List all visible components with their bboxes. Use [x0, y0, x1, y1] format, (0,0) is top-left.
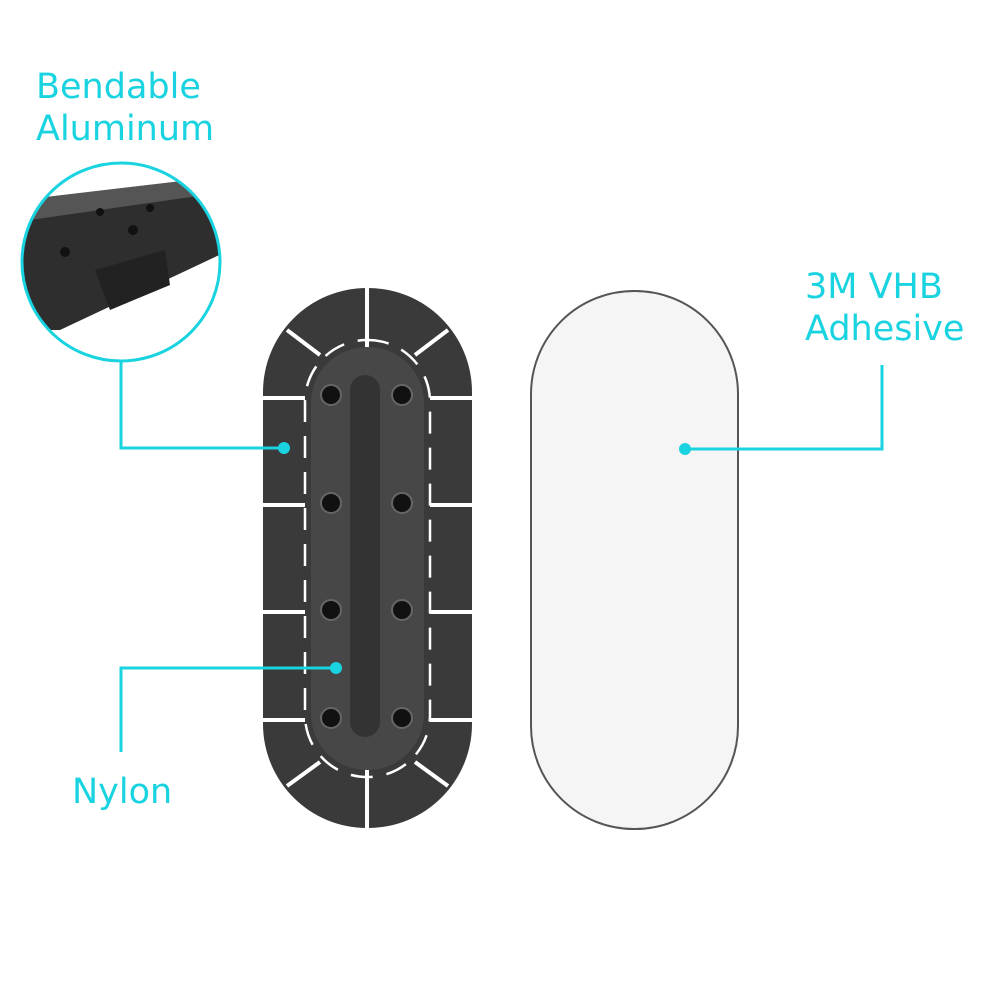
- label-line: Adhesive: [805, 309, 965, 349]
- aluminum-closeup-inset: [20, 161, 222, 363]
- screws: [320, 384, 413, 729]
- callout-bendable-line: [119, 361, 284, 450]
- callout-nylon-line: [119, 666, 336, 752]
- callout-adhesive-line: [685, 365, 884, 451]
- callout-nylon-dot: [330, 662, 342, 674]
- adhesive-pad: [530, 290, 739, 830]
- label-line: Bendable: [36, 67, 201, 107]
- label-3m-vhb-adhesive: 3M VHB Adhesive: [805, 266, 964, 350]
- label-line: Aluminum: [36, 109, 215, 149]
- label-nylon: Nylon: [72, 772, 173, 812]
- label-bendable-aluminum: Bendable Aluminum: [36, 66, 214, 150]
- nylon-track: [311, 347, 424, 770]
- label-line: 3M VHB: [805, 267, 943, 307]
- callout-bendable-dot: [278, 442, 290, 454]
- callout-adhesive-dot: [679, 443, 691, 455]
